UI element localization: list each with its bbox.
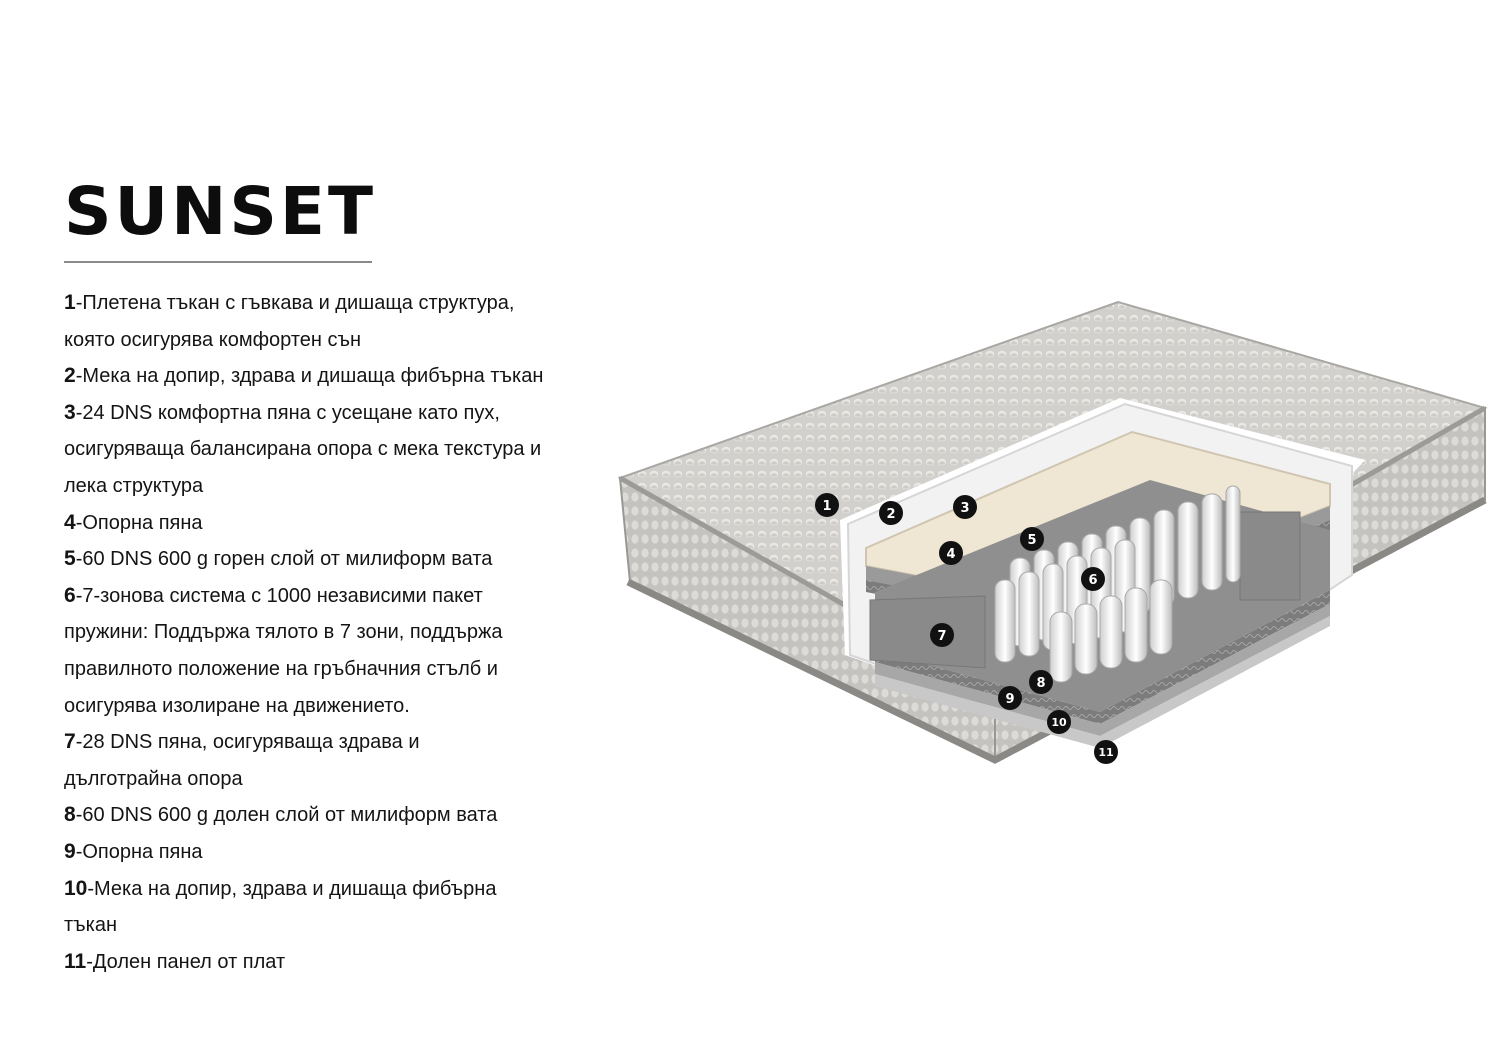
layer-number: 7 xyxy=(64,730,76,754)
svg-text:11: 11 xyxy=(1098,746,1113,759)
layer-item-8: 8-60 DNS 600 g долен слой от милиформ ва… xyxy=(64,797,624,834)
svg-text:6: 6 xyxy=(1088,573,1097,588)
layer-item-3: 3-24 DNS комфортна пяна с усещане като п… xyxy=(64,395,624,505)
svg-text:7: 7 xyxy=(937,629,946,644)
pocket-springs xyxy=(994,485,1241,683)
layer-description: -24 DNS комфортна пяна с усещане като пу… xyxy=(75,401,500,424)
mattress-cutaway-illustration: 1 2 3 4 5 6 7 8 9 10 11 xyxy=(617,300,1488,764)
svg-text:8: 8 xyxy=(1036,676,1045,691)
layer-number: 9 xyxy=(64,839,76,863)
svg-text:4: 4 xyxy=(946,547,955,562)
layer-number: 6 xyxy=(64,583,76,607)
marker-4: 4 xyxy=(939,541,963,565)
layer-description-cont: дълготрайна опора xyxy=(64,767,243,790)
marker-5: 5 xyxy=(1020,527,1044,551)
marker-10: 10 xyxy=(1047,710,1071,734)
marker-3: 3 xyxy=(953,495,977,519)
marker-11: 11 xyxy=(1094,740,1118,764)
product-title: SUNSET xyxy=(64,173,377,250)
layer-number: 8 xyxy=(64,803,76,827)
layer-description-cont: пружини: Поддържа тялото в 7 зони, поддъ… xyxy=(64,621,503,644)
layer-number: 4 xyxy=(64,510,76,534)
layer-description: -Опорна пяна xyxy=(75,511,203,534)
svg-text:1: 1 xyxy=(822,499,831,514)
layer-description: -Мека на допир, здрава и дишаща фибърна … xyxy=(75,365,544,388)
layer-number: 5 xyxy=(64,547,76,571)
layer-item-2: 2-Мека на допир, здрава и дишаща фибърна… xyxy=(64,358,624,395)
layer-description: -60 DNS 600 g долен слой от милиформ ват… xyxy=(75,804,498,827)
layer-description-cont: лека структура xyxy=(64,474,204,497)
layer-item-11: 11-Долен панел от плат xyxy=(64,944,624,981)
layer-description: -Плетена тъкан с гъвкава и дишаща структ… xyxy=(75,292,515,314)
layer-description: -28 DNS пяна, осигуряваща здрава и xyxy=(75,731,420,754)
layer-description: -Долен панел от плат xyxy=(86,950,286,973)
layer-description-cont: която осигурява комфортен сън xyxy=(64,328,362,351)
layer-number: 2 xyxy=(64,364,76,388)
layer-description-cont: осигуряваща балансирана опора с мека тек… xyxy=(64,438,542,461)
layer-item-7: 7-28 DNS пяна, осигуряваща здрава и дълг… xyxy=(64,724,624,797)
marker-9: 9 xyxy=(998,686,1022,710)
marker-1: 1 xyxy=(815,493,839,517)
layer-item-9: 9-Опорна пяна xyxy=(64,834,624,871)
layer-description-cont: осигурява изолиране на движението. xyxy=(64,694,410,717)
marker-7: 7 xyxy=(930,623,954,647)
title-underline xyxy=(64,261,372,263)
layer-number: 10 xyxy=(64,876,88,900)
marker-8: 8 xyxy=(1029,670,1053,694)
layer-description: -Опорна пяна xyxy=(75,840,203,863)
layer-item-1: 1-Плетена тъкан с гъвкава и дишаща струк… xyxy=(64,285,624,358)
layer-number: 3 xyxy=(64,400,76,424)
svg-text:5: 5 xyxy=(1027,533,1036,548)
marker-6: 6 xyxy=(1081,567,1105,591)
layer-item-6: 6-7-зонова система с 1000 независими пак… xyxy=(64,578,624,724)
layer-item-5: 5-60 DNS 600 g горен слой от милиформ ва… xyxy=(64,541,624,578)
layer-description: -7-зонова система с 1000 независими паке… xyxy=(75,584,483,607)
layer-description-cont: правилното положение на гръбначния стълб… xyxy=(64,657,498,680)
layer-number: 1 xyxy=(64,291,76,314)
layer-description: -60 DNS 600 g горен слой от милиформ ват… xyxy=(75,548,493,571)
svg-text:9: 9 xyxy=(1005,692,1014,707)
svg-text:2: 2 xyxy=(886,507,895,522)
layer-markers: 1 2 3 4 5 6 7 8 9 10 11 xyxy=(815,493,1118,764)
svg-text:3: 3 xyxy=(960,501,969,516)
layer-list: 1-Плетена тъкан с гъвкава и дишаща струк… xyxy=(64,285,624,980)
layer-item-10: 10-Мека на допир, здрава и дишаща фибърн… xyxy=(64,871,624,944)
layer-description-cont: тъкан xyxy=(64,914,118,937)
layer-description: -Мека на допир, здрава и дишаща фибърна xyxy=(87,877,497,900)
layer-number: 11 xyxy=(64,949,87,973)
svg-text:10: 10 xyxy=(1051,716,1067,729)
marker-2: 2 xyxy=(879,501,903,525)
layer-item-4: 4-Опорна пяна xyxy=(64,505,624,542)
